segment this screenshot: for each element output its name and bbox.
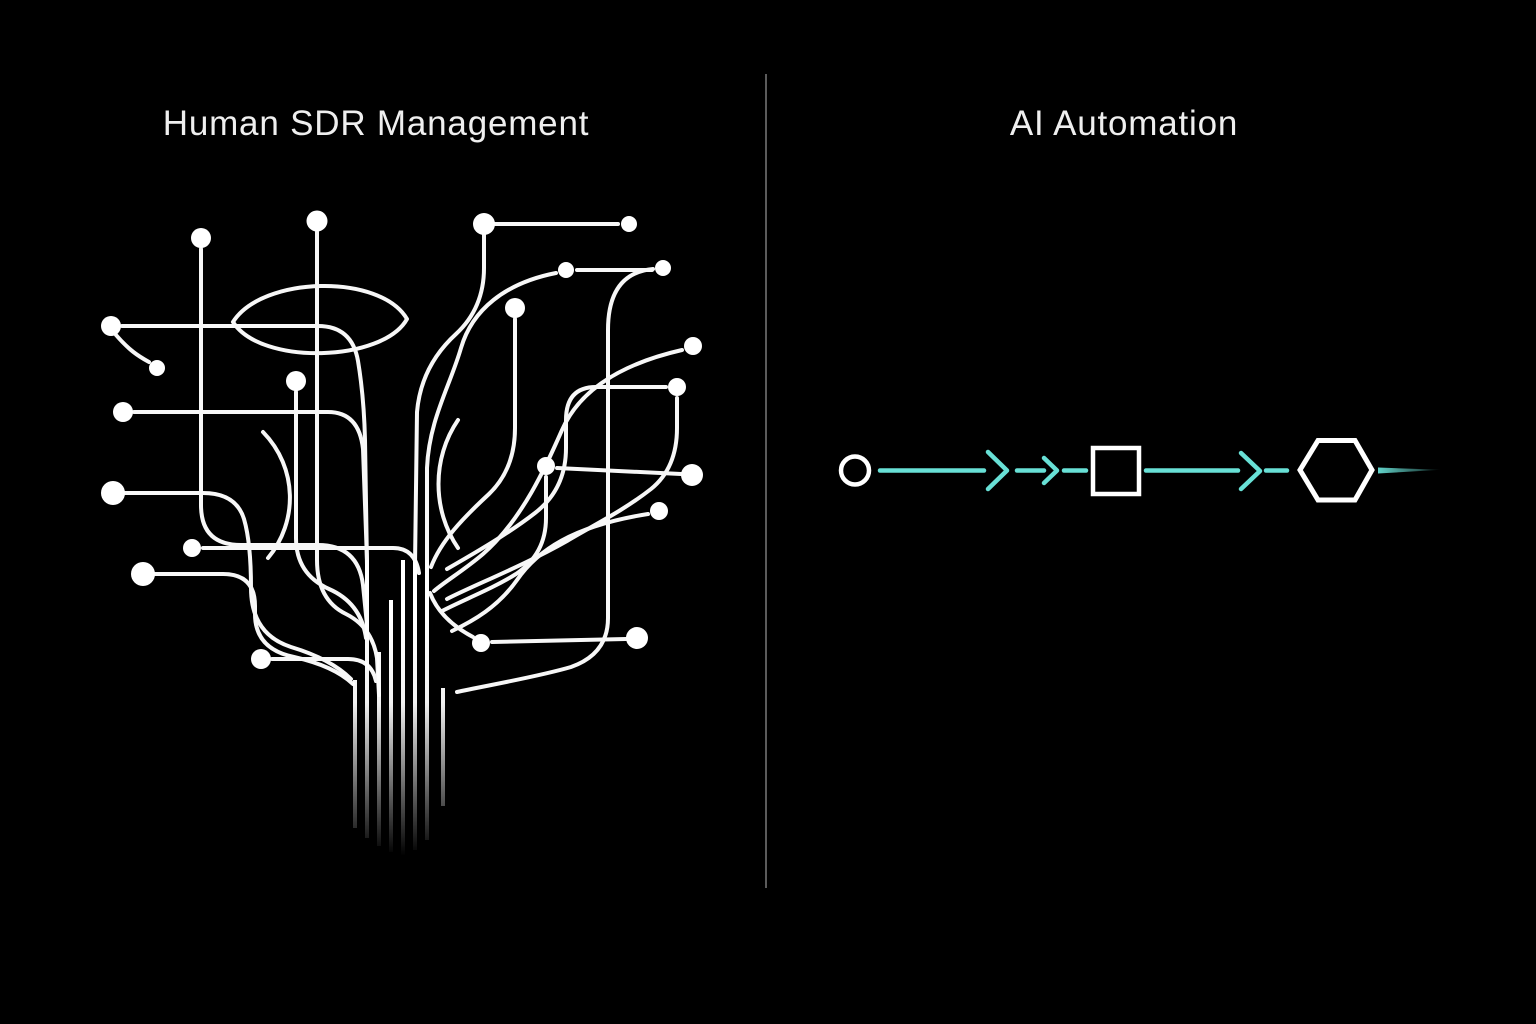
- branch-line: [114, 333, 151, 364]
- left-panel-title: Human SDR Management: [162, 104, 590, 143]
- branch-line: [450, 512, 650, 633]
- network-node: [655, 260, 671, 276]
- right-panel-title: AI Automation: [1009, 104, 1239, 143]
- network-node: [191, 228, 211, 248]
- network-node: [621, 216, 637, 232]
- network-node: [473, 213, 495, 235]
- network-node: [306, 210, 328, 232]
- branch-line: [231, 284, 409, 356]
- human-network-tree: [101, 210, 703, 858]
- network-node: [149, 360, 165, 376]
- branch-line: [270, 657, 378, 683]
- network-node: [286, 371, 306, 391]
- network-node: [684, 337, 702, 355]
- network-node: [626, 627, 648, 649]
- branch-line: [555, 466, 683, 476]
- network-node: [650, 502, 668, 520]
- flow-end-hexagon-node: [1297, 438, 1375, 503]
- ai-automation-flow: [838, 438, 1441, 503]
- network-node: [668, 378, 686, 396]
- flow-arrowhead-1: [985, 449, 1010, 492]
- branch-line: [429, 317, 517, 569]
- branch-line: [315, 230, 381, 697]
- branch-line: [445, 396, 679, 601]
- network-node: [101, 481, 125, 505]
- flow-arrowhead-2: [1041, 455, 1060, 486]
- network-node: [183, 539, 201, 557]
- branch-line: [120, 324, 369, 567]
- branch-line: [413, 233, 486, 567]
- network-node: [505, 298, 525, 318]
- network-node: [113, 402, 133, 422]
- flow-arrowhead-3: [1238, 450, 1263, 492]
- network-node: [537, 457, 555, 475]
- network-node: [101, 316, 121, 336]
- branch-line: [294, 390, 368, 640]
- branch-line: [199, 247, 369, 627]
- network-node: [131, 562, 155, 586]
- branch-line: [455, 267, 655, 694]
- network-node: [472, 634, 490, 652]
- flow-start-circle-node: [838, 454, 872, 487]
- flow-connectors: [877, 449, 1290, 492]
- flow-process-square-node: [1090, 445, 1142, 497]
- branch-line: [440, 475, 548, 613]
- network-trunk: [353, 560, 445, 858]
- flow-fading-tail: [1378, 467, 1441, 474]
- branch-line: [425, 271, 558, 587]
- branch-line: [261, 430, 292, 560]
- network-node: [681, 464, 703, 486]
- branch-line: [428, 591, 475, 639]
- network-node: [558, 262, 574, 278]
- network-branches: [114, 222, 684, 697]
- branch-line: [201, 546, 421, 575]
- branch-line: [132, 410, 369, 562]
- branch-line: [445, 385, 668, 571]
- network-node: [251, 649, 271, 669]
- branch-line: [153, 572, 355, 686]
- network-nodes: [101, 210, 703, 669]
- branch-line: [436, 418, 460, 550]
